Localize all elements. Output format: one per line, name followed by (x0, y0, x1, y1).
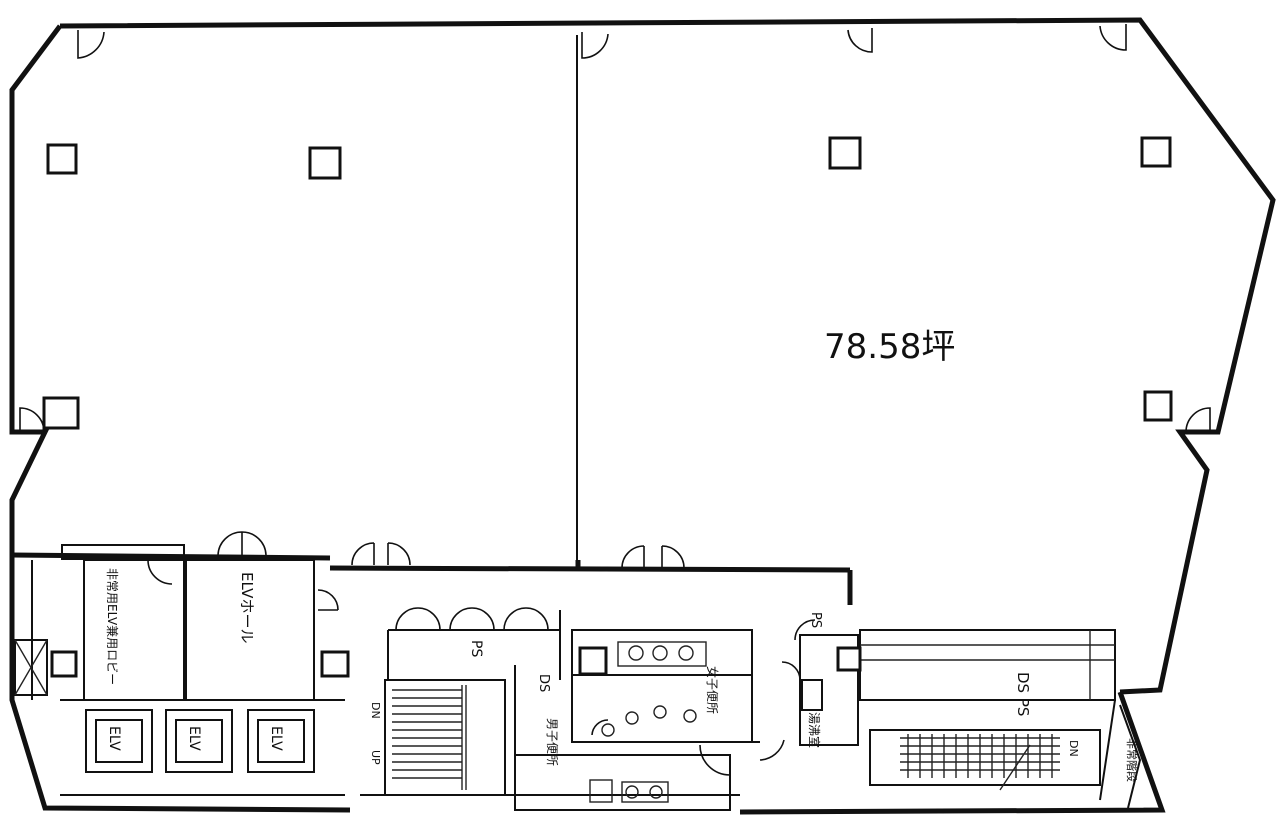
womens-toilet-label: 女子便所 (705, 666, 720, 714)
column (828, 136, 862, 170)
womens-toilet (571, 629, 753, 743)
column (42, 396, 80, 430)
exterior-wall (59, 17, 1276, 815)
elevator-cars (85, 709, 315, 773)
area-label: 78.58坪 (824, 327, 955, 367)
up-label: UP (369, 750, 382, 765)
column (308, 146, 342, 180)
door-swing (581, 32, 609, 59)
emergency-stairs-label: 非常階段 (1125, 738, 1139, 782)
core-wall (11, 552, 853, 605)
dn-label: DN (1067, 740, 1080, 757)
ps-label: PS (468, 640, 484, 657)
column (46, 143, 78, 175)
kitchenette-label: 湯沸室 (807, 712, 822, 748)
emergency-elv-lobby-label: 非常用ELV兼用ロビー (105, 568, 119, 685)
column (320, 650, 350, 678)
elevator-label: ELV (268, 726, 284, 751)
ds-ps-label: DS PS (1014, 672, 1032, 716)
dn-label: DN (369, 702, 382, 719)
column (1143, 390, 1173, 422)
toilet-fixtures (601, 641, 707, 737)
ds-label: DS (536, 674, 551, 692)
elevator-label: ELV (106, 726, 122, 751)
shaft-box (14, 639, 48, 696)
ps-label: PS (808, 612, 823, 628)
door-swing (847, 28, 873, 53)
door-swing (19, 407, 45, 433)
emergency-elv-lobby (83, 559, 185, 701)
lobby-header (61, 544, 185, 560)
elevator-label: ELV (186, 726, 202, 751)
door-swing (77, 30, 105, 59)
ds-ps-shaft (859, 629, 1116, 701)
column (50, 650, 78, 678)
door-swing (1099, 24, 1127, 51)
door-swing (1185, 407, 1211, 433)
kitchenette (799, 634, 859, 746)
mens-toilet-label: 男子便所 (545, 718, 559, 766)
stair-treads (392, 685, 467, 790)
stair-treads-east (900, 734, 1060, 791)
column (1140, 136, 1172, 168)
core-doors (147, 531, 685, 631)
elv-hall-label: ELVホール (238, 572, 256, 643)
stair-east (869, 729, 1101, 786)
exterior-wall-west (9, 24, 351, 813)
